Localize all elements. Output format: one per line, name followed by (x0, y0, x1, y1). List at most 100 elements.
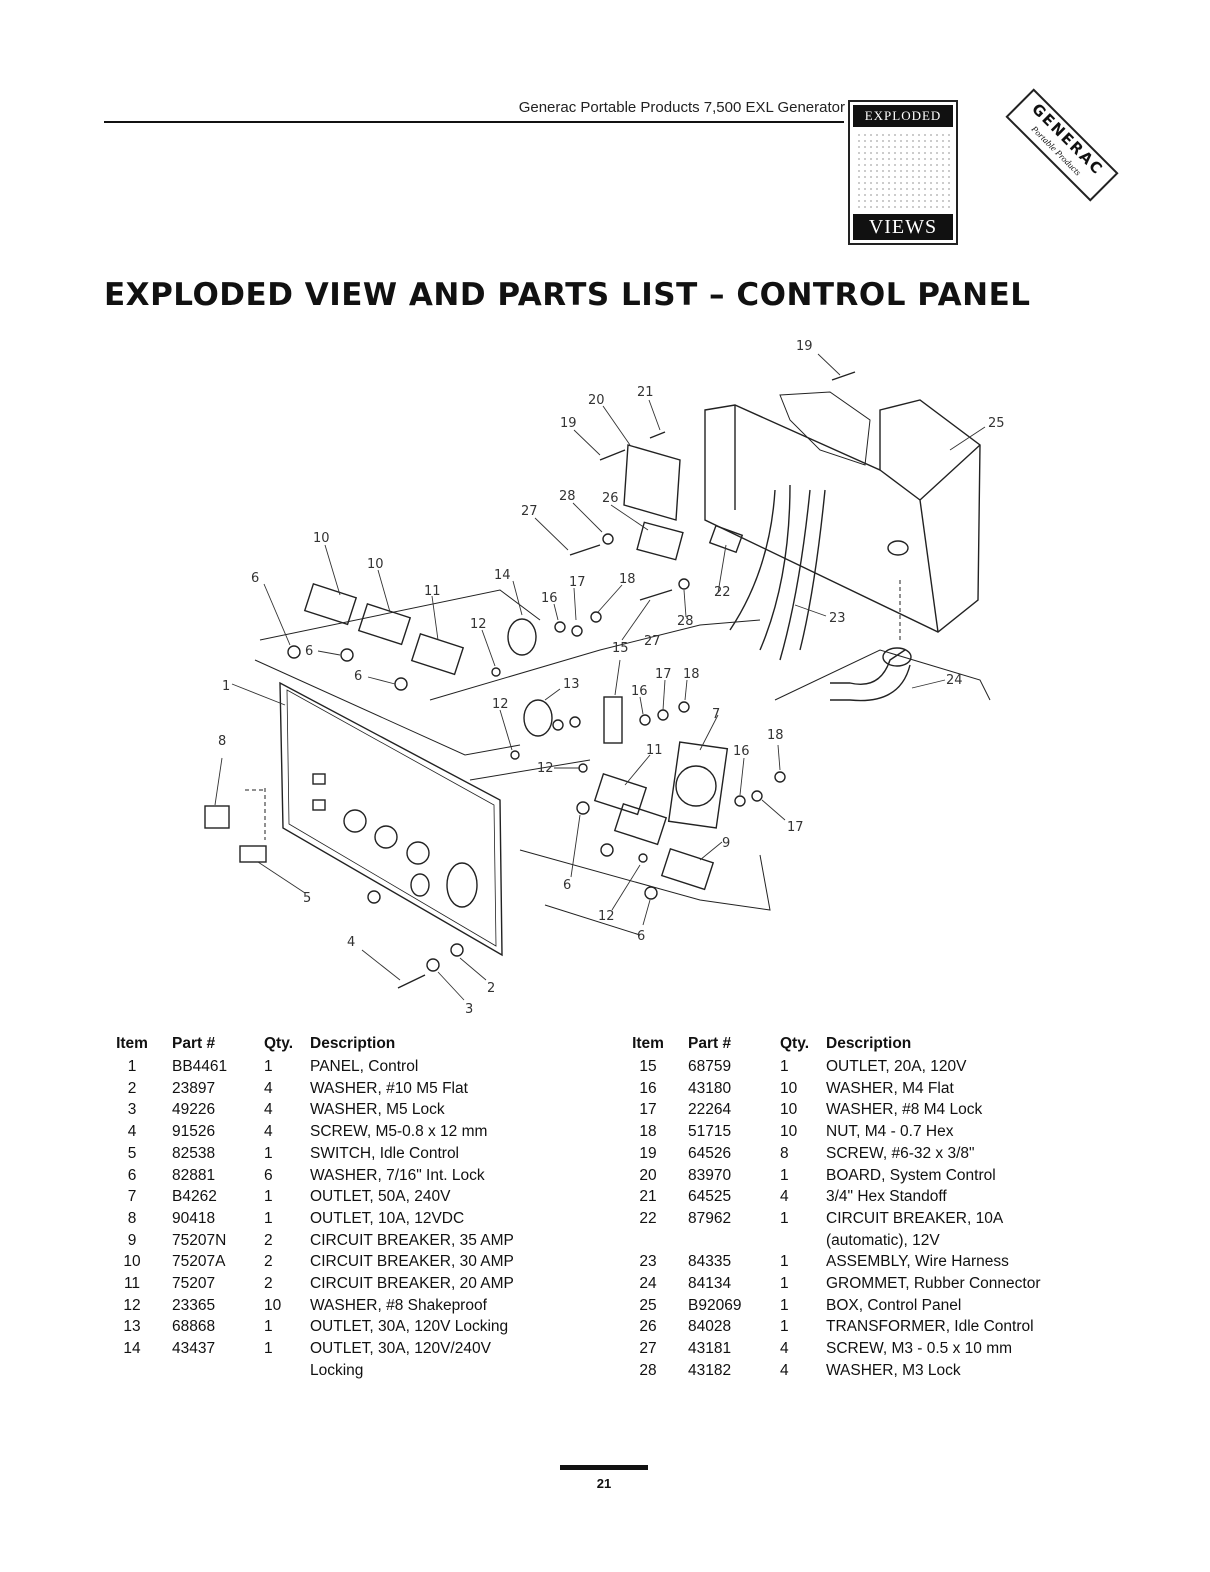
item-number (104, 1360, 160, 1382)
callout: 6 (563, 878, 571, 893)
item-number: 15 (639, 1058, 657, 1075)
description: (automatic), 12V (826, 1231, 940, 1249)
part-number (160, 1360, 264, 1382)
quantity: 1 (780, 1296, 789, 1314)
quantity: 4 (264, 1101, 273, 1119)
item-number: 7 (127, 1188, 137, 1206)
quantity: 4 (264, 1123, 273, 1141)
description: CIRCUIT BREAKER, 35 AMP (310, 1231, 514, 1249)
callout: 12 (598, 909, 615, 924)
callout: 19 (560, 416, 577, 431)
quantity: 1 (780, 1253, 789, 1271)
callout: 12 (492, 697, 509, 712)
outlet-50a (667, 741, 729, 829)
item-number (620, 1230, 676, 1252)
quantity (780, 1230, 826, 1252)
col-part: Part # (172, 1035, 216, 1052)
outlet-20a (603, 696, 623, 744)
quantity: 1 (780, 1166, 789, 1184)
callout: 3 (465, 1002, 473, 1017)
description: SWITCH, Idle Control (310, 1144, 460, 1162)
quantity: 1 (264, 1209, 273, 1227)
part-number: 90418 (172, 1209, 216, 1227)
callout: 18 (767, 728, 784, 743)
callout: 17 (787, 820, 804, 835)
breaker-35a-b (660, 848, 715, 891)
leader-lines (214, 353, 986, 1001)
page-number: 21 (596, 1476, 612, 1491)
breaker-30a-a (303, 583, 358, 626)
item-number: 17 (639, 1101, 657, 1119)
callout: 16 (733, 744, 750, 759)
breaker-35a-a (613, 803, 668, 846)
part-number: 43182 (688, 1361, 732, 1379)
quantity: 4 (780, 1340, 789, 1358)
quantity: 4 (780, 1188, 789, 1206)
part-number: 87962 (688, 1209, 732, 1227)
description: WASHER, 7/16" Int. Lock (310, 1166, 485, 1184)
quantity: 2 (264, 1253, 273, 1271)
system-board (623, 444, 681, 521)
part-number: 43180 (688, 1079, 732, 1097)
callout: 6 (354, 669, 362, 684)
quantity: 2 (264, 1275, 273, 1293)
description: NUT, M4 - 0.7 Hex (826, 1123, 954, 1141)
col-item: Item (632, 1035, 664, 1052)
callout: 18 (683, 667, 700, 682)
part-number: BB4461 (172, 1058, 228, 1075)
wire-harness (729, 484, 826, 661)
description: SCREW, M3 - 0.5 x 10 mm (826, 1340, 1013, 1358)
callout: 13 (563, 677, 580, 692)
description: WASHER, M5 Lock (310, 1101, 445, 1119)
quantity: 1 (264, 1340, 273, 1358)
part-number: 84335 (688, 1253, 732, 1271)
description: GROMMET, Rubber Connector (826, 1275, 1041, 1293)
description: WASHER, #10 M5 Flat (310, 1079, 468, 1097)
table-row: Locking (104, 1360, 584, 1382)
table-row: (automatic), 12V (620, 1230, 1110, 1252)
item-number: 23 (639, 1253, 657, 1271)
logo-bottom-label: VIEWS (853, 214, 953, 240)
part-number: 68759 (688, 1058, 732, 1075)
item-number: 9 (127, 1231, 137, 1249)
col-qty: Qty. (780, 1035, 809, 1052)
callout: 16 (541, 591, 558, 606)
callout: 27 (521, 504, 538, 519)
item-number: 16 (639, 1079, 657, 1097)
transformer (636, 521, 684, 561)
quantity: 1 (780, 1318, 789, 1336)
item-number: 12 (123, 1296, 141, 1314)
footer-bar (560, 1465, 648, 1470)
quantity: 8 (780, 1144, 789, 1162)
item-number: 10 (123, 1253, 141, 1271)
description: CIRCUIT BREAKER, 30 AMP (310, 1253, 514, 1271)
part-number: B92069 (688, 1296, 742, 1314)
description: Locking (310, 1361, 364, 1379)
part-number: 84134 (688, 1275, 732, 1293)
item-number: 6 (127, 1166, 137, 1184)
callout: 25 (988, 416, 1005, 431)
quantity: 1 (264, 1188, 273, 1206)
callout: 16 (631, 684, 648, 699)
exploded-views-logo: EXPLODED VIEWS (848, 100, 958, 245)
idle-switch (239, 845, 267, 863)
item-number: 8 (127, 1209, 137, 1227)
quantity: 1 (264, 1144, 273, 1162)
callout: 22 (714, 585, 731, 600)
description: OUTLET, 30A, 120V Locking (310, 1318, 509, 1336)
